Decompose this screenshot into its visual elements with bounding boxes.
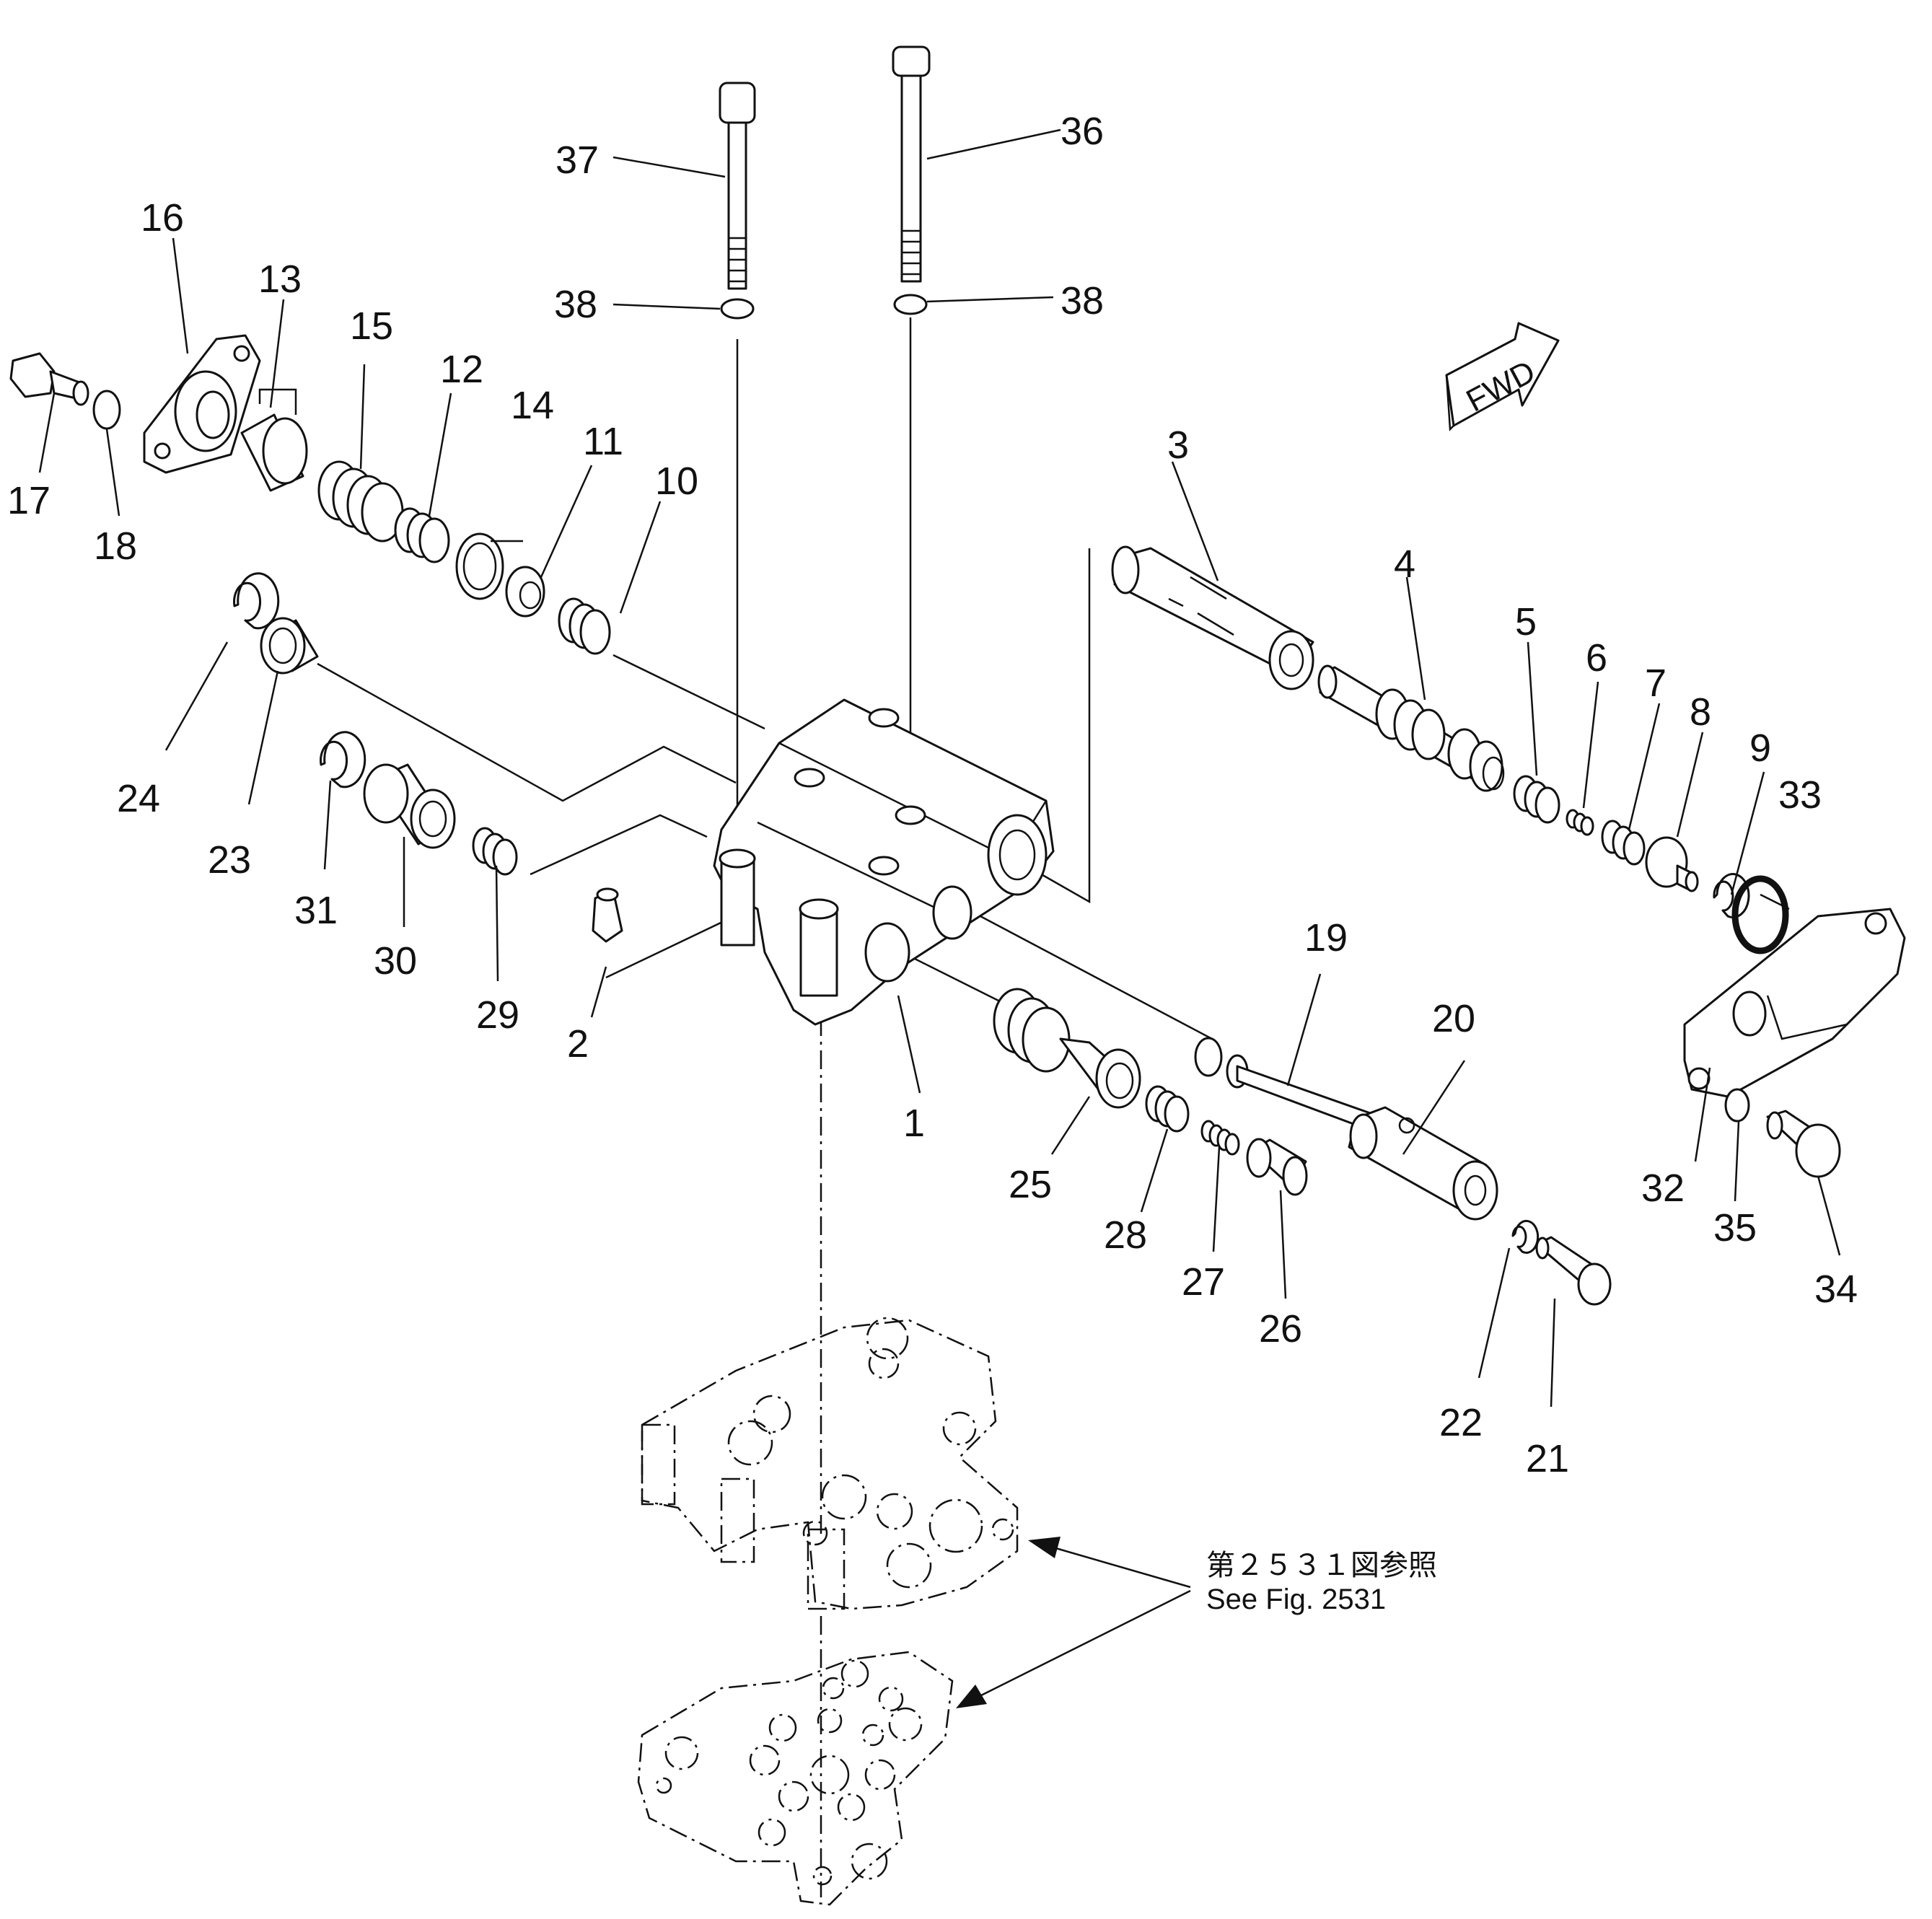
spring-5	[1513, 775, 1560, 824]
washer-38-right	[893, 294, 928, 315]
callout-19: 19	[1304, 916, 1348, 960]
callout-20: 20	[1432, 997, 1475, 1040]
plug-8	[1645, 836, 1699, 892]
cover-16	[143, 334, 261, 474]
cover-32	[1683, 908, 1906, 1098]
callout-26: 26	[1259, 1307, 1302, 1351]
spool-4	[1317, 664, 1505, 792]
callout-7: 7	[1645, 662, 1667, 705]
bolt-21	[1535, 1236, 1612, 1306]
callout-38-right: 38	[1061, 279, 1104, 322]
sleeve-3	[1111, 545, 1314, 690]
snap-ring-24	[233, 572, 280, 630]
callout-5: 5	[1515, 600, 1537, 644]
callout-27: 27	[1182, 1260, 1225, 1304]
callout-30: 30	[374, 939, 417, 983]
callout-17: 17	[7, 479, 51, 522]
reference-arrows	[956, 1537, 1191, 1708]
spring-10	[558, 597, 611, 655]
washer-38-left	[720, 298, 755, 320]
reference-note-jp: 第２５３１図参照	[1206, 1550, 1437, 1581]
callout-18: 18	[94, 524, 137, 568]
spring-28	[1145, 1085, 1190, 1133]
callout-24: 24	[117, 777, 160, 820]
assembly-lines	[317, 317, 1213, 1897]
o-ring-33	[1731, 875, 1789, 954]
callout-32: 32	[1641, 1167, 1685, 1210]
ring-14	[455, 532, 504, 600]
spring-27	[1200, 1120, 1240, 1156]
bolt-34	[1766, 1110, 1841, 1178]
callout-10: 10	[655, 460, 698, 503]
callout-37: 37	[556, 139, 599, 182]
spring-7	[1601, 820, 1646, 866]
sleeve-20	[1348, 1106, 1498, 1221]
reference-assembly-lower	[637, 1651, 954, 1906]
callout-1: 1	[903, 1102, 925, 1145]
spool-19	[1194, 1037, 1376, 1130]
plug-23	[260, 617, 319, 675]
callout-25: 25	[1009, 1163, 1052, 1206]
bolt-17	[9, 352, 89, 406]
callout-8: 8	[1690, 690, 1711, 734]
callout-9: 9	[1749, 726, 1771, 770]
snap-ring-31	[320, 731, 366, 789]
snap-ring-22	[1511, 1219, 1540, 1254]
washer-35	[1724, 1088, 1750, 1123]
callout-33: 33	[1778, 773, 1822, 817]
bolt-36	[892, 45, 931, 283]
callout-13: 13	[258, 258, 302, 301]
callout-4: 4	[1394, 543, 1415, 586]
callout-12: 12	[440, 348, 483, 391]
fwd-arrow-icon: FWD	[1445, 322, 1560, 431]
callout-3: 3	[1167, 423, 1189, 467]
bolt-37	[719, 82, 756, 290]
spring-29	[472, 827, 518, 876]
callout-2: 2	[567, 1022, 589, 1066]
callouts: 1 2 3 4 5 6 7 8 9 10 11 12 13 14 15 16 1…	[7, 110, 1858, 1480]
callout-23: 23	[208, 838, 251, 882]
callout-11: 11	[583, 420, 623, 463]
callout-16: 16	[141, 196, 184, 240]
callout-28: 28	[1104, 1213, 1147, 1257]
callout-14: 14	[511, 384, 554, 427]
leader-lines	[38, 128, 1841, 1408]
snap-ring-9	[1713, 873, 1750, 919]
callout-22: 22	[1439, 1401, 1483, 1444]
callout-36: 36	[1061, 110, 1104, 153]
plug-30	[363, 763, 456, 849]
plug-13	[240, 388, 308, 492]
reference-assembly-upper	[641, 1317, 1019, 1610]
washer-18	[92, 390, 121, 430]
valve-body-1	[713, 698, 1055, 1026]
callout-38-left: 38	[554, 283, 597, 326]
callout-15: 15	[350, 304, 393, 348]
callout-31: 31	[294, 889, 338, 932]
callout-21: 21	[1526, 1437, 1569, 1480]
spring-15	[317, 460, 404, 543]
callout-29: 29	[476, 993, 519, 1037]
plug-25	[993, 988, 1141, 1109]
seat-11	[505, 566, 545, 618]
fitting-2	[592, 887, 623, 943]
callout-6: 6	[1586, 636, 1607, 680]
spring-6	[1566, 809, 1594, 836]
plug-26	[1246, 1138, 1308, 1196]
reference-note-en: See Fig. 2531	[1206, 1584, 1386, 1615]
callout-34: 34	[1814, 1268, 1858, 1311]
callout-35: 35	[1713, 1206, 1757, 1250]
spring-12	[394, 507, 450, 563]
